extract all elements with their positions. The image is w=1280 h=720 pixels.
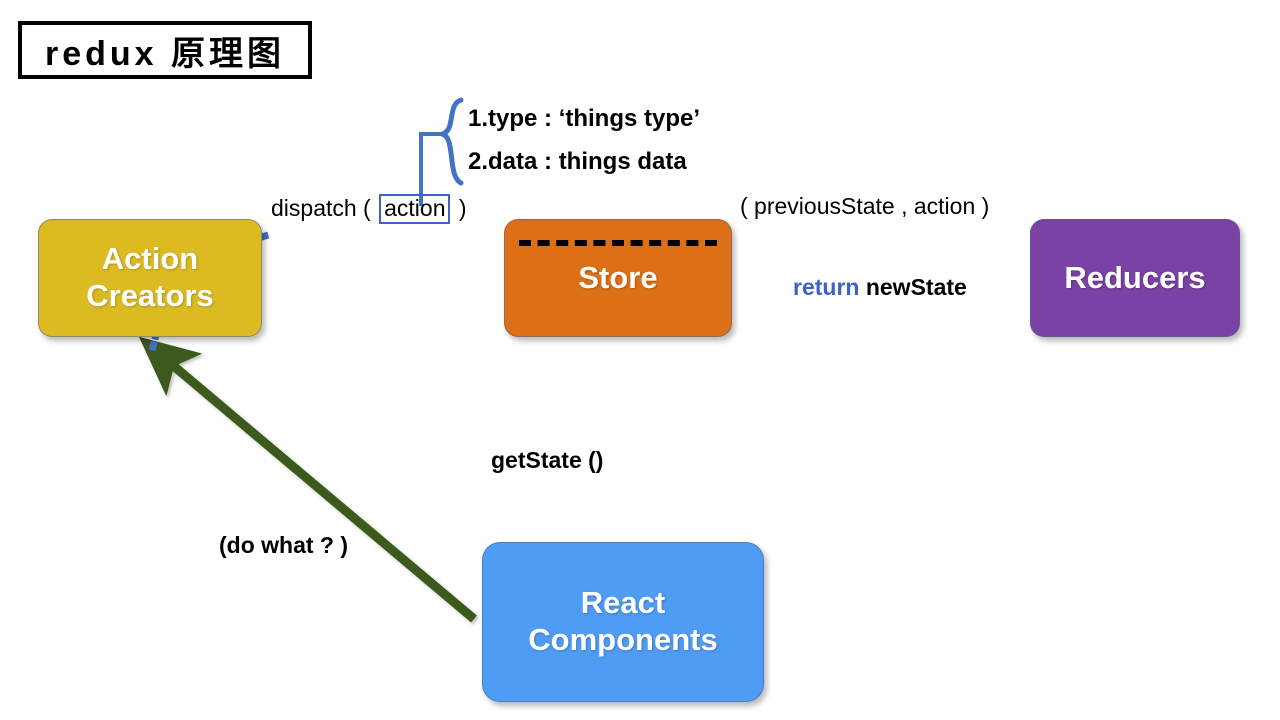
store-dashed-divider xyxy=(519,240,717,246)
node-reducers-label: Reducers xyxy=(1064,259,1206,295)
callout-line-data: 2.data : things data xyxy=(468,148,687,175)
label-dispatch: dispatch ( action ) xyxy=(271,194,467,224)
node-react-components-line1: React xyxy=(580,585,666,621)
label-dispatch-prefix: dispatch ( xyxy=(271,195,378,221)
do-what-arrow xyxy=(138,336,477,623)
label-dispatch-suffix: ) xyxy=(452,195,467,221)
node-reducers[interactable]: Reducers xyxy=(1030,219,1240,337)
node-react-components[interactable]: React Components xyxy=(482,542,764,702)
label-return-newstate: return newState xyxy=(793,274,967,301)
node-react-components-line2: Components xyxy=(528,622,718,657)
label-do-what: (do what ? ) xyxy=(219,532,349,558)
action-chip: action xyxy=(379,194,451,224)
node-action-creators-line1: Action xyxy=(101,241,199,277)
label-getstate: getState () xyxy=(491,447,604,473)
node-store[interactable]: Store xyxy=(504,219,732,337)
node-store-label: Store xyxy=(578,259,658,295)
callout-brace xyxy=(419,97,464,206)
callout-line-type: 1.type : ‘things type’ xyxy=(468,105,701,132)
node-action-creators[interactable]: Action Creators xyxy=(38,219,262,337)
node-action-creators-line2: Creators xyxy=(86,278,214,313)
label-previous-state: ( previousState , action ) xyxy=(740,193,990,219)
title-box: redux 原理图 xyxy=(18,21,312,79)
label-return-value: newState xyxy=(859,274,967,300)
label-return-keyword: return xyxy=(793,274,860,300)
page-title: redux 原理图 xyxy=(44,34,286,73)
